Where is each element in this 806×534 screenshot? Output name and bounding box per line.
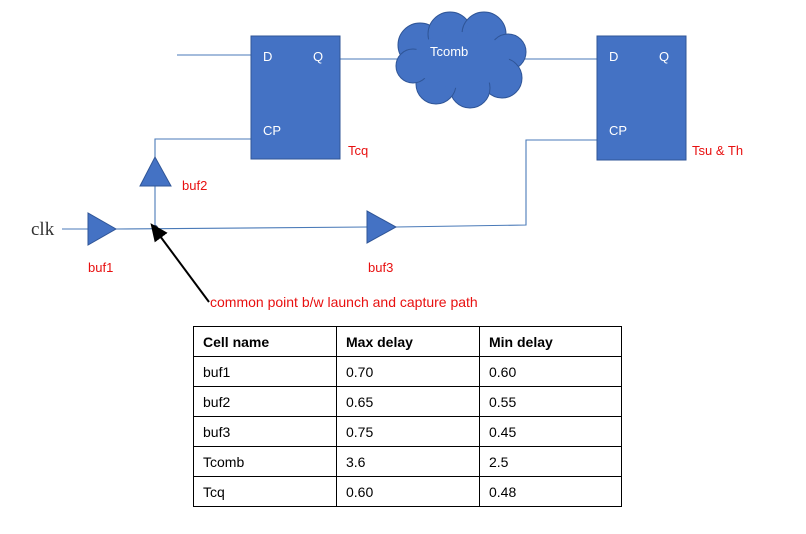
table-cell: Tcomb bbox=[193, 446, 337, 477]
flop-launch-body bbox=[250, 35, 341, 160]
common-point-dot bbox=[152, 225, 158, 231]
table-cell: 0.70 bbox=[336, 356, 480, 387]
table-cell: buf1 bbox=[193, 356, 337, 387]
table-row: buf3 0.75 0.45 bbox=[193, 416, 622, 447]
delay-table: Cell name Max delay Min delay buf1 0.70 … bbox=[193, 326, 622, 507]
flip-flop-launch: D Q CP bbox=[250, 35, 341, 160]
comb-logic-cloud: Tcomb bbox=[395, 11, 527, 109]
flop-capture-body bbox=[596, 35, 687, 161]
table-cell: 0.65 bbox=[336, 386, 480, 417]
common-point-note: common point b/w launch and capture path bbox=[210, 294, 478, 310]
buf1-triangle bbox=[87, 212, 118, 246]
table-cell: 0.55 bbox=[479, 386, 622, 417]
buf2-triangle bbox=[139, 155, 172, 187]
table-row: Tcq 0.60 0.48 bbox=[193, 476, 622, 507]
table-cell: buf3 bbox=[193, 416, 337, 447]
table-cell: 2.5 bbox=[479, 446, 622, 477]
table-cell: buf2 bbox=[193, 386, 337, 417]
table-cell: 0.45 bbox=[479, 416, 622, 447]
table-cell: 0.60 bbox=[336, 476, 480, 507]
table-row: buf2 0.65 0.55 bbox=[193, 386, 622, 417]
clk-label: clk bbox=[31, 219, 55, 240]
table-cell: 0.75 bbox=[336, 416, 480, 447]
flop-capture-q-pin: Q bbox=[659, 49, 669, 64]
table-cell: 0.60 bbox=[479, 356, 622, 387]
buf3-to-cp-wire bbox=[395, 139, 597, 228]
flop-launch-q-pin: Q bbox=[313, 49, 323, 64]
table-cell: 3.6 bbox=[336, 446, 480, 477]
tcq-label: Tcq bbox=[348, 143, 368, 158]
table-header-row: Cell name Max delay Min delay bbox=[193, 326, 622, 357]
table-cell: Tcq bbox=[193, 476, 337, 507]
tcomb-label: Tcomb bbox=[430, 44, 468, 59]
header-max-delay: Max delay bbox=[336, 326, 480, 357]
flop-capture-cp-pin: CP bbox=[609, 123, 627, 138]
buf3-label: buf3 bbox=[368, 260, 393, 275]
flop-capture-d-pin: D bbox=[609, 49, 618, 64]
table-cell: 0.48 bbox=[479, 476, 622, 507]
buf2-to-cp-wire bbox=[154, 138, 251, 157]
header-cell-name: Cell name bbox=[193, 326, 337, 357]
buf2-label: buf2 bbox=[182, 178, 207, 193]
buf3-triangle bbox=[366, 210, 398, 244]
buf1-label: buf1 bbox=[88, 260, 113, 275]
table-row: buf1 0.70 0.60 bbox=[193, 356, 622, 387]
header-min-delay: Min delay bbox=[479, 326, 622, 357]
table-row: Tcomb 3.6 2.5 bbox=[193, 446, 622, 477]
flop-launch-cp-pin: CP bbox=[263, 123, 281, 138]
flip-flop-capture: D Q CP bbox=[596, 35, 687, 161]
common-point-arrow bbox=[150, 223, 210, 303]
tsu-th-label: Tsu & Th bbox=[692, 143, 743, 158]
flop-launch-d-pin: D bbox=[263, 49, 272, 64]
